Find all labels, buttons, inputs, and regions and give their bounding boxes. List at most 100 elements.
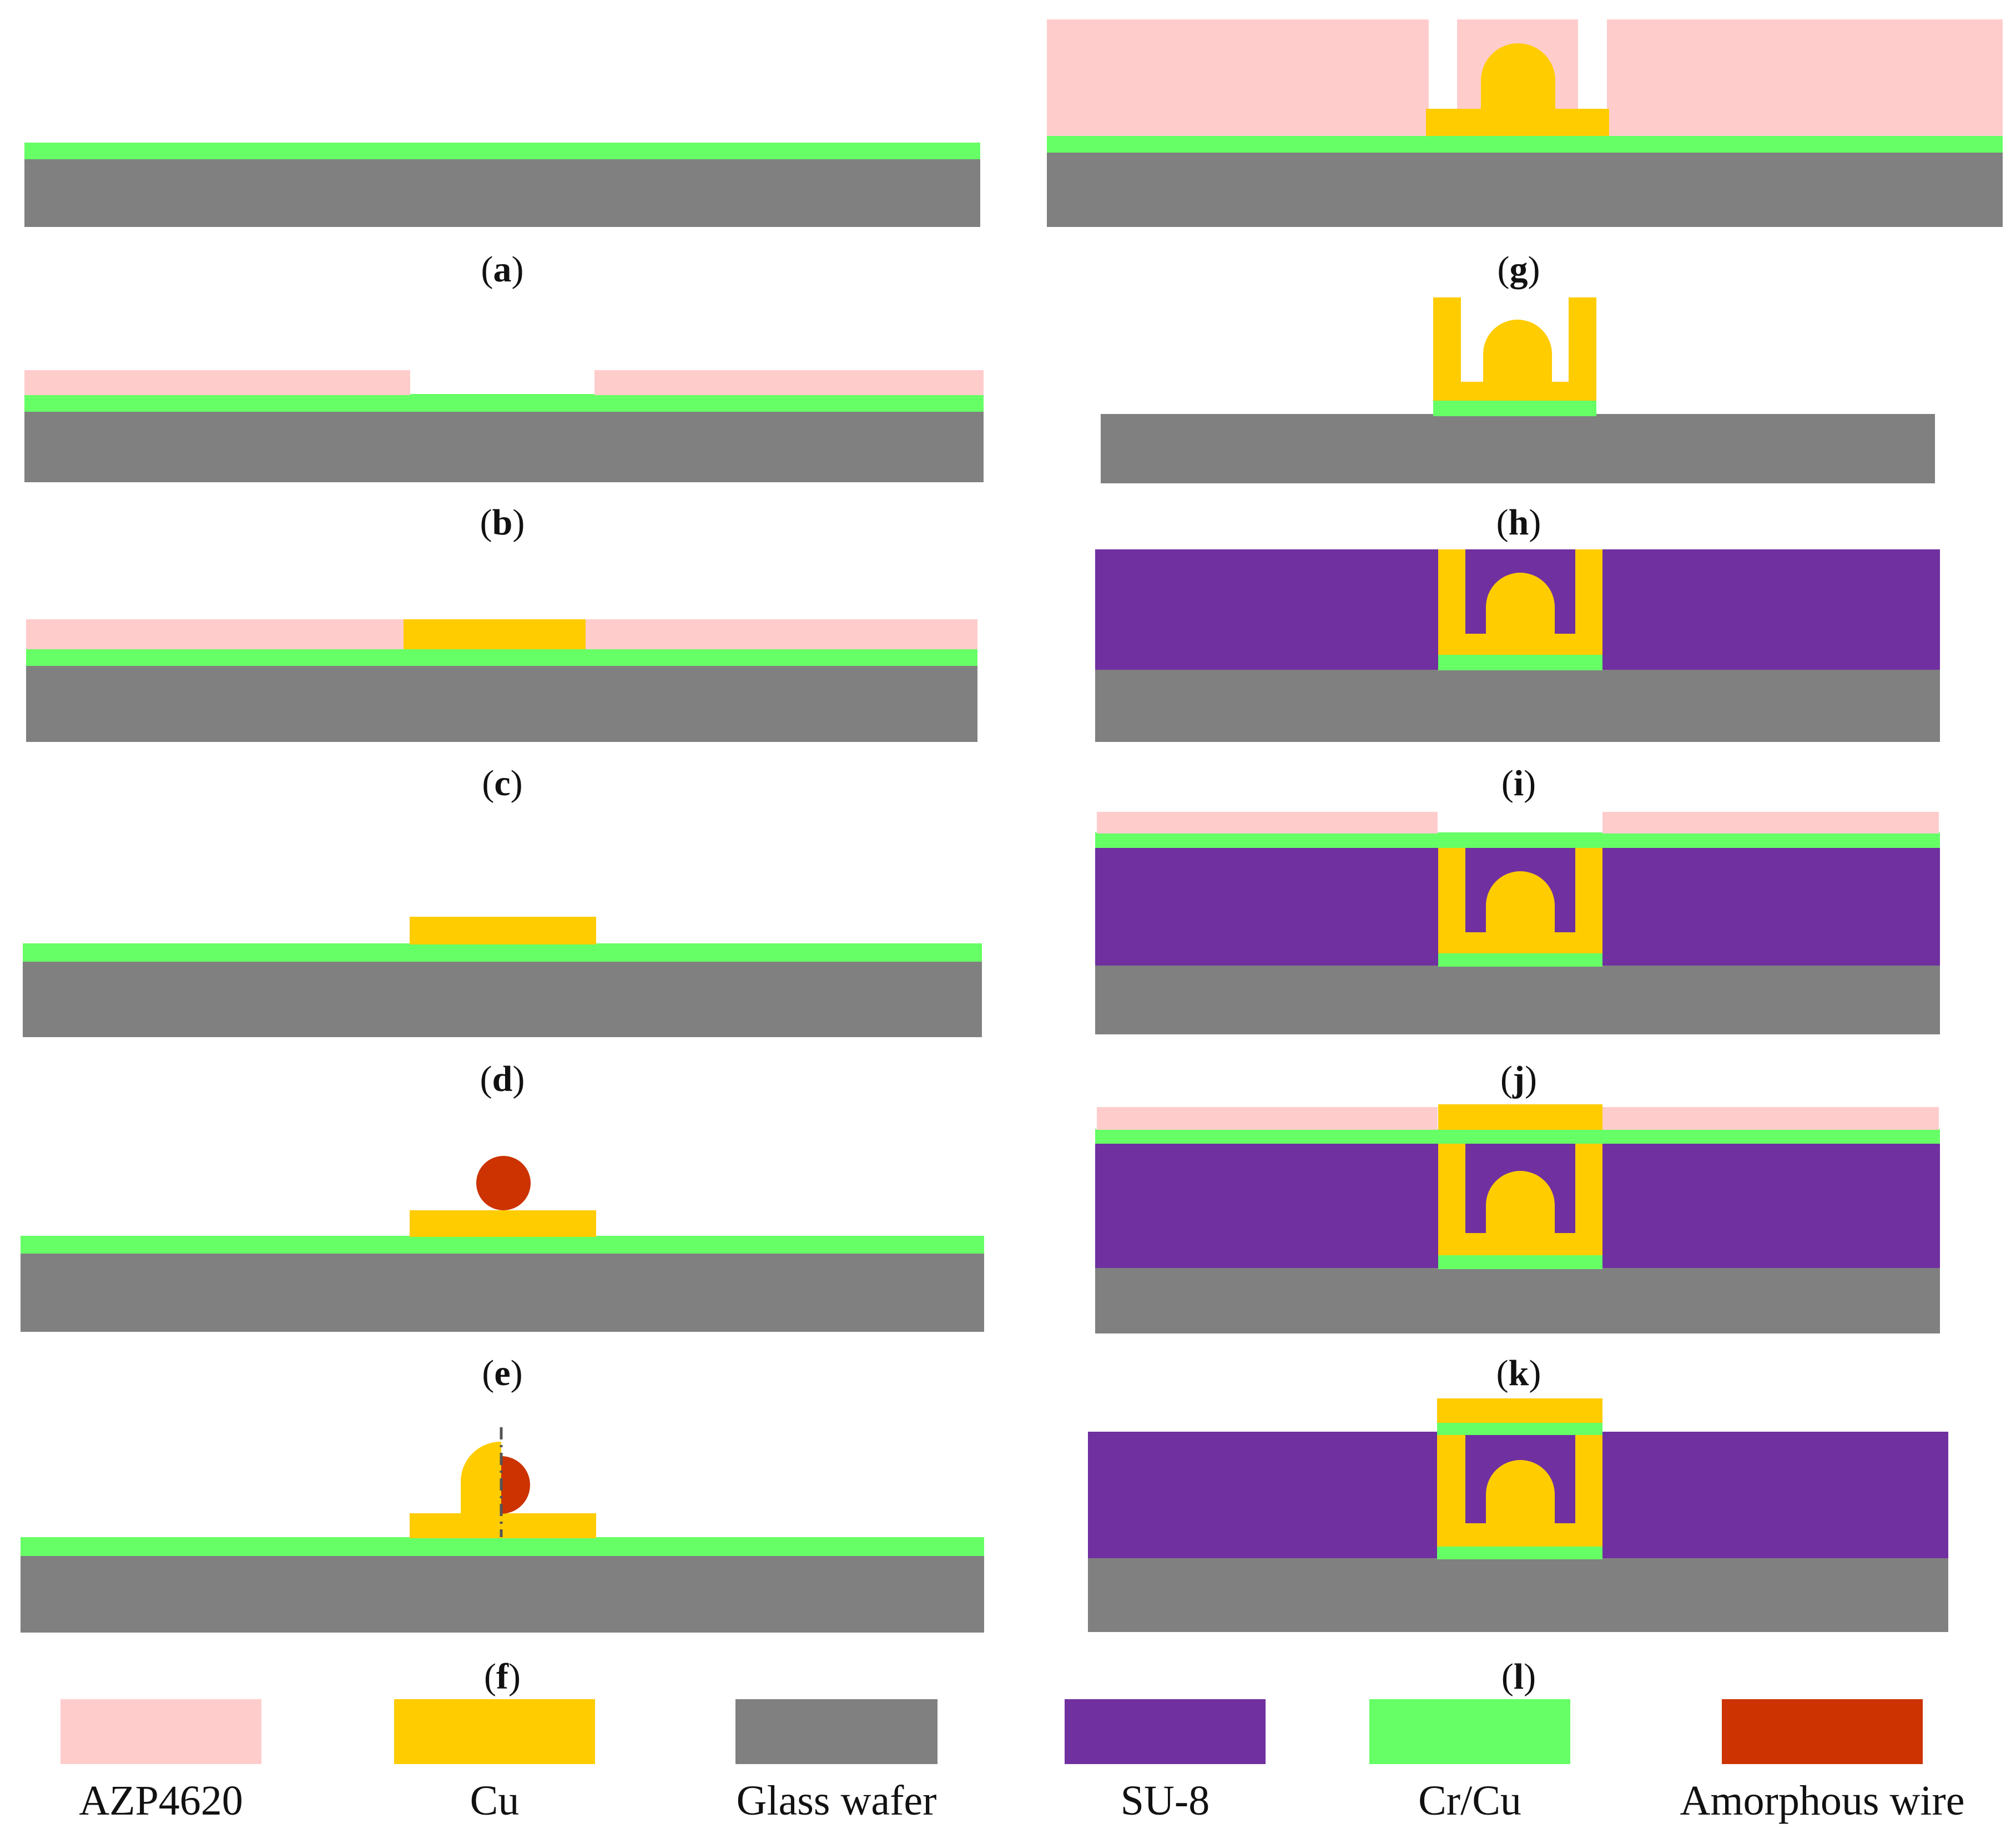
legend-swatch-cu [394, 1699, 595, 1764]
panel-b: (b) [24, 370, 984, 543]
copper-coil-structure [1433, 297, 1596, 401]
panel-label-b: (b) [480, 502, 525, 543]
legend-item-amorphous-wire: Amorphous wire [1680, 1699, 1965, 1824]
glass-wafer-layer [23, 960, 982, 1037]
cr-cu-seed-layer [26, 648, 977, 666]
photoresist-left [24, 370, 410, 395]
glass-wafer-layer [24, 410, 984, 482]
glass-wafer-layer [24, 158, 980, 227]
panel-label-i: (i) [1501, 763, 1536, 804]
copper-bottom-plate [410, 1210, 596, 1237]
glass-wafer-layer [1101, 414, 1935, 483]
cr-cu-seed-layer [23, 943, 982, 962]
legend-label-azp4620: AZP4620 [79, 1777, 243, 1824]
panel-f: (f) [21, 1427, 984, 1697]
legend-item-cu: Cu [394, 1699, 595, 1824]
panel-label-f: (f) [484, 1656, 521, 1697]
amorphous-wire-cross-section [476, 1156, 531, 1210]
photoresist-right [1602, 812, 1939, 833]
copper-bottom-plate [410, 1513, 596, 1538]
copper-bottom-plate [410, 917, 596, 944]
legend-label-cr-cu: Cr/Cu [1418, 1777, 1521, 1824]
cr-cu-bottom-layer [1438, 953, 1602, 967]
copper-coated-wire-dome [1486, 1171, 1555, 1233]
panel-j: (j) [1095, 812, 1940, 1099]
copper-coil-structure [1438, 1143, 1602, 1255]
photoresist-left [26, 619, 404, 649]
legend-item-su8: SU-8 [1065, 1699, 1266, 1824]
su8-layer-right [1602, 549, 1940, 670]
legend-item-cr-cu: Cr/Cu [1369, 1699, 1570, 1824]
panel-label-a: (a) [481, 249, 524, 290]
copper-coated-wire-dome [1483, 320, 1552, 382]
copper-wire-coating-half [461, 1441, 501, 1513]
legend-swatch-glass-wafer [735, 1699, 938, 1764]
photoresist-left [1097, 812, 1438, 833]
copper-bottom-plate [1426, 109, 1609, 136]
legend-label-glass-wafer: Glass wafer [737, 1777, 937, 1824]
cr-cu-top-seed-layer [1437, 1422, 1602, 1435]
cr-cu-seed-layer [24, 143, 980, 159]
glass-wafer-layer [1047, 151, 2003, 227]
photoresist-right [1607, 19, 2003, 136]
su8-layer-left [1095, 549, 1438, 670]
legend-swatch-azp4620 [61, 1699, 261, 1764]
panel-c: (c) [26, 619, 977, 804]
cr-cu-seed-layer [24, 394, 984, 412]
photoresist-left [1047, 19, 1429, 136]
glass-wafer-layer [1095, 1268, 1940, 1333]
legend-label-amorphous-wire: Amorphous wire [1680, 1777, 1965, 1824]
copper-coated-wire-dome [1486, 573, 1555, 634]
panel-h: (h) [1101, 297, 1935, 543]
legend: AZP4620 Cu Glass wafer SU-8 Cr/Cu Amorph… [61, 1699, 1964, 1824]
su8-layer-left [1095, 847, 1438, 966]
panel-l: (l) [1088, 1398, 1948, 1697]
panel-label-e: (e) [482, 1353, 522, 1393]
panel-e: (e) [21, 1156, 984, 1393]
cr-cu-seed-layer [21, 1537, 984, 1556]
su8-layer-left [1095, 1143, 1438, 1268]
glass-wafer-layer [21, 1252, 984, 1332]
panel-label-l: (l) [1501, 1656, 1536, 1697]
copper-top-plate [1438, 1104, 1602, 1130]
su8-layer-right [1602, 1432, 1948, 1558]
su8-layer-right [1602, 1143, 1940, 1268]
copper-bottom-plate [404, 619, 586, 649]
copper-coated-wire-dome [1486, 871, 1555, 932]
legend-swatch-cr-cu [1369, 1699, 1570, 1764]
legend-label-su8: SU-8 [1121, 1777, 1209, 1824]
cr-cu-bottom-layer [1437, 1547, 1602, 1559]
glass-wafer-layer [1088, 1558, 1948, 1632]
cr-cu-top-seed-layer [1095, 832, 1940, 848]
panel-i: (i) [1095, 549, 1940, 804]
panel-d: (d) [23, 917, 982, 1099]
su8-layer-right [1602, 847, 1940, 966]
legend-item-glass-wafer: Glass wafer [735, 1699, 938, 1824]
panel-label-h: (h) [1496, 502, 1541, 543]
panel-k: (k) [1095, 1104, 1940, 1393]
legend-label-cu: Cu [470, 1777, 520, 1824]
cr-cu-bottom-layer [1438, 1255, 1602, 1269]
cr-cu-seed-layer [1433, 401, 1596, 416]
glass-wafer-layer [26, 664, 977, 742]
glass-wafer-layer [21, 1555, 984, 1633]
photoresist-right [594, 370, 984, 395]
cr-cu-top-seed-layer [1095, 1129, 1940, 1144]
panel-label-j: (j) [1500, 1059, 1537, 1099]
legend-swatch-amorphous-wire [1722, 1699, 1923, 1764]
copper-top-plate [1437, 1398, 1602, 1423]
photoresist-right [586, 619, 977, 649]
cr-cu-seed-layer [1047, 134, 2003, 153]
panel-a: (a) [24, 143, 980, 290]
copper-coated-wire-dome [1481, 43, 1555, 110]
glass-wafer-layer [1095, 670, 1940, 742]
legend-swatch-su8 [1065, 1699, 1266, 1764]
photoresist-left [1097, 1107, 1438, 1130]
cr-cu-seed-layer [1438, 655, 1602, 670]
copper-coil-structure [1437, 1434, 1602, 1547]
panel-label-d: (d) [480, 1059, 525, 1099]
panel-label-k: (k) [1496, 1353, 1541, 1393]
copper-coated-wire-dome [1486, 1460, 1555, 1523]
su8-layer-left [1088, 1432, 1438, 1558]
